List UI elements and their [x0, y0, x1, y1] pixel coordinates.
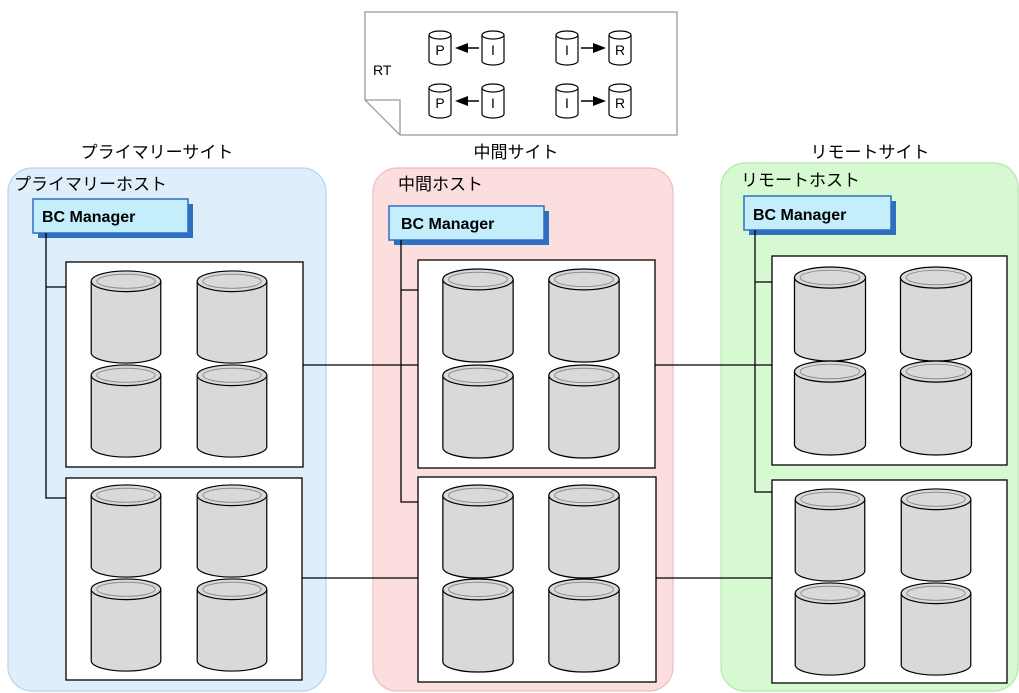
legend-volume-letter: I [565, 42, 569, 58]
bc-manager-box: BC Manager [32, 198, 193, 238]
volume-icon [90, 364, 162, 458]
legend-pair: I R [555, 83, 632, 119]
bc-manager-box: BC Manager [743, 195, 896, 235]
bc-manager-label: BC Manager [753, 207, 846, 224]
volume-icon [196, 484, 268, 578]
legend-pair: P I [428, 30, 505, 66]
storage-system [771, 479, 1008, 684]
volume-icon [442, 578, 514, 673]
volume-icon [900, 582, 972, 676]
volume-icon [899, 360, 973, 456]
host-label-intermediate: 中間ホスト [398, 175, 483, 195]
legend-volume-letter: R [615, 42, 625, 58]
bc-manager-label: BC Manager [42, 209, 135, 226]
volume-icon [196, 578, 268, 672]
volume-icon [442, 484, 514, 579]
legend-rt-label: RT [373, 62, 392, 78]
site-label-remote: リモートサイト [811, 143, 930, 163]
arrow-right-icon [593, 43, 606, 53]
volume-icon [548, 484, 620, 579]
legend-volume-letter: R [615, 95, 625, 111]
storage-system [417, 476, 657, 683]
legend-volume-letter: P [435, 42, 444, 58]
bc-manager-label: BC Manager [401, 216, 494, 233]
rt-legend: RT P I I R P I I [364, 11, 678, 136]
legend-pair: P I [428, 83, 505, 119]
replication-links [302, 364, 772, 579]
storage-system [65, 261, 304, 468]
bc-manager-box: BC Manager [388, 205, 549, 245]
arrow-left-icon [455, 43, 468, 53]
host-label-primary: プライマリーホスト [14, 175, 167, 195]
storage-system [417, 259, 656, 469]
volume-icon [442, 268, 514, 363]
volume-icon [548, 268, 620, 363]
volume-icon [442, 364, 514, 459]
arrow-left-icon [455, 96, 468, 106]
host-label-remote: リモートホスト [741, 171, 860, 191]
volume-icon [548, 364, 620, 459]
storage-system [771, 255, 1008, 466]
legend-volume-letter: P [435, 95, 444, 111]
volume-icon [793, 360, 867, 456]
volume-icon [900, 488, 972, 582]
legend-pair: I R [555, 30, 632, 66]
volume-icon [196, 364, 268, 458]
volume-icon [90, 484, 162, 578]
legend-volume-letter: I [565, 95, 569, 111]
site-label-intermediate: 中間サイト [474, 143, 559, 163]
management-connectors [45, 230, 772, 503]
volume-icon [899, 266, 973, 362]
volume-icon [90, 270, 162, 364]
volume-icon [794, 582, 866, 676]
volume-icon [548, 578, 620, 673]
legend-volume-letter: I [491, 95, 495, 111]
arrow-right-icon [593, 96, 606, 106]
volume-icon [196, 270, 268, 364]
volume-icon [794, 488, 866, 582]
volume-icon [793, 266, 867, 362]
legend-volume-letter: I [491, 42, 495, 58]
storage-system [65, 477, 303, 681]
site-label-primary: プライマリーサイト [81, 143, 234, 163]
volume-icon [90, 578, 162, 672]
